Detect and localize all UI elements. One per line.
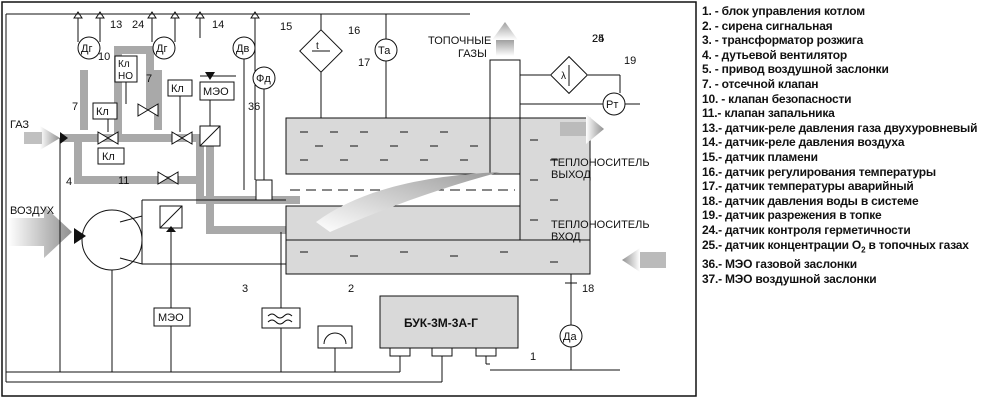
air-label: ВОЗДУХ: [10, 205, 55, 217]
flue-stack: [489, 59, 521, 119]
gas-pressure-relay-13: [77, 36, 101, 60]
controller-label: БУК-3М-3А-Г: [404, 316, 478, 330]
gas-damper-actuator-36: [199, 81, 235, 101]
legend-item: 37.- МЭО воздушной заслонки: [702, 272, 877, 287]
legend-item: 17.- датчик температуры аварийный: [702, 179, 914, 194]
lambda-label: λ: [561, 71, 566, 82]
gas-label: ГАЗ: [10, 119, 29, 131]
svg-text:13: 13: [110, 19, 122, 31]
legend-item: 7. - отсечной клапан: [702, 76, 819, 91]
svg-text:7: 7: [146, 73, 152, 85]
legend-item: 36.- МЭО газовой заслонки: [702, 257, 857, 272]
meo-label-36: МЭО: [203, 86, 229, 98]
bottom-wiring: [5, 14, 490, 383]
svg-text:10: 10: [98, 51, 110, 63]
burner-flame: [316, 172, 500, 232]
kl-no-label-1: Кл: [118, 59, 130, 70]
kl-label-11: Кл: [102, 151, 115, 163]
top-terminal-markers: [73, 11, 260, 19]
meo-label-37: МЭО: [158, 312, 184, 324]
water-dashes: [300, 131, 558, 263]
kl-label-7a: Кл: [96, 106, 109, 118]
flue-gas-arrow: [492, 22, 518, 40]
legend-item: 14.- датчик-реле давления воздуха: [702, 135, 905, 150]
reference-numbers: 1 2 3 4 7 7 10 11 13 24 14 15 16 17 18 1…: [66, 19, 636, 363]
air-damper-actuator-37: [153, 307, 191, 327]
legend-item: 1. - блок управления котлом: [702, 4, 865, 18]
svg-text:14: 14: [212, 19, 224, 31]
air-inlet-arrow: [8, 206, 72, 258]
legend-item: 2. - сирена сигнальная: [702, 18, 833, 33]
flue-gases-label-1: ТОПОЧНЫЕ: [428, 35, 491, 47]
svg-text:17: 17: [358, 57, 370, 69]
leak-check-sensor-24: [152, 36, 176, 60]
boiler-lower-drum: [285, 239, 591, 275]
svg-text:19: 19: [624, 55, 636, 67]
svg-text:3: 3: [242, 283, 248, 295]
rt-label: Рт: [606, 99, 618, 111]
legend-item: 13.- датчик-реле давления газа двухуровн…: [702, 120, 978, 135]
carrier-out-label-1: ТЕПЛОНОСИТЕЛЬ: [551, 157, 650, 169]
dg-label-24: Дг: [156, 43, 167, 55]
legend-item: 16.- датчик регулирования температуры: [702, 164, 936, 179]
svg-text:11: 11: [118, 175, 129, 187]
legend-item: 5. - привод воздушной заслонки: [702, 62, 889, 77]
legend-item: 18.- датчик давления воды в системе: [702, 193, 919, 208]
boiler-controller-1: [379, 295, 519, 349]
schematic-drawing: Кл Кл НО Кл Кл Дг Дг МЭО Дв Фд t Та: [1, 1, 697, 397]
svg-text:7: 7: [72, 101, 78, 113]
fd-label: Фд: [256, 73, 271, 85]
t-symbol: t: [316, 41, 319, 52]
carrier-in-label-1: ТЕПЛОНОСИТЕЛЬ: [551, 219, 650, 231]
legend-item: 3. - трансформатор розжига: [702, 33, 864, 48]
dg-label-13: Дг: [81, 43, 92, 55]
svg-text:24: 24: [132, 19, 144, 31]
legend-item: 25.- датчик концентрации O2 в топочных г…: [702, 237, 969, 254]
ref-25: 25: [592, 33, 604, 45]
dv-label: Дв: [236, 43, 249, 55]
gas-inlet-arrow: [40, 126, 60, 150]
da-label: Да: [563, 331, 577, 343]
cut-off-valve-7a-box: [92, 102, 118, 120]
flame-sensor-body: [255, 179, 273, 201]
svg-text:4: 4: [66, 176, 72, 188]
svg-text:1: 1: [530, 351, 536, 363]
legend-item: 10. - клапан безопасности: [702, 91, 852, 106]
carrier-out-arrow: [586, 114, 604, 144]
svg-text:18: 18: [582, 283, 594, 295]
kl-label-7b: Кл: [171, 83, 184, 95]
flue-gases-label-2: ГАЗЫ: [458, 48, 487, 60]
kl-no-label-2: НО: [118, 71, 133, 82]
svg-text:2: 2: [348, 283, 354, 295]
legend-item: 11.- клапан запальника: [702, 106, 835, 121]
legend-item: 4. - дутьевой вентилятор: [702, 47, 848, 62]
legend-item: 15.- датчик пламени: [702, 149, 818, 164]
svg-text:24: 24: [592, 33, 604, 45]
carrier-in-label-2: ВХОД: [551, 231, 581, 243]
alarm-siren-2: [317, 325, 353, 349]
blower-fan-4: [81, 209, 143, 271]
valve-symbols: [97, 103, 193, 185]
svg-text:15: 15: [280, 21, 292, 33]
carrier-in-arrow: [622, 248, 640, 272]
outer-frame: [1, 1, 697, 397]
legend-item: 19.- датчик разрежения в топке: [702, 208, 882, 223]
svg-text:36: 36: [248, 101, 260, 113]
air-duct: [141, 199, 286, 265]
svg-text:16: 16: [348, 25, 360, 37]
legend-item: 24.- датчик контроля герметичности: [702, 222, 911, 237]
carrier-out-label-2: ВЫХОД: [551, 169, 591, 181]
ta-label: Та: [378, 45, 391, 57]
pilot-valve-11-box: [97, 147, 125, 165]
